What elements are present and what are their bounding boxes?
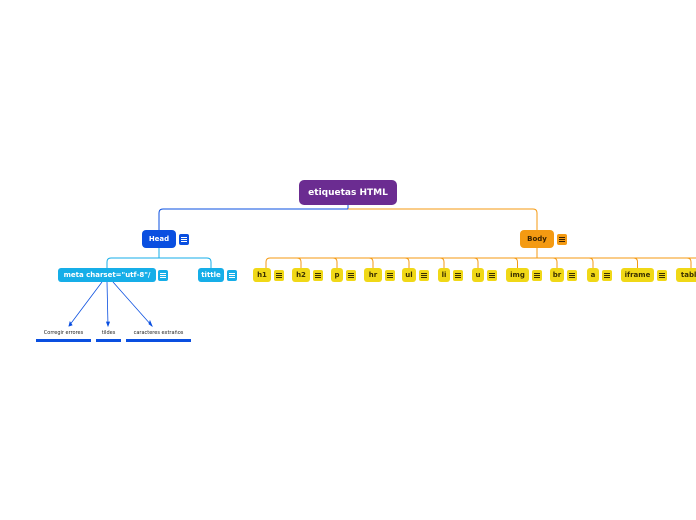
head-note-icon[interactable] bbox=[179, 234, 189, 245]
head-node[interactable]: Head bbox=[142, 230, 176, 248]
tag-hr-note-icon[interactable] bbox=[385, 270, 395, 281]
connector-body-p bbox=[332, 257, 338, 268]
leaf-tildes[interactable]: tildes bbox=[96, 328, 121, 342]
connector-body-u bbox=[473, 257, 479, 268]
tag-a-node[interactable]: a bbox=[587, 268, 599, 282]
meta-note-icon[interactable] bbox=[158, 270, 168, 281]
tag-iframe-note-icon[interactable] bbox=[657, 270, 667, 281]
tittle-note-icon[interactable] bbox=[227, 270, 237, 281]
connector-body-h2 bbox=[296, 257, 302, 268]
tag-img-node[interactable]: img bbox=[506, 268, 529, 282]
connector-body-br bbox=[552, 257, 558, 268]
tag-p-node[interactable]: p bbox=[331, 268, 343, 282]
tag-table-node[interactable]: table bbox=[676, 268, 696, 282]
connector-head-children bbox=[106, 248, 212, 268]
tag-li-node[interactable]: li bbox=[438, 268, 450, 282]
connector-root-head bbox=[158, 205, 349, 230]
leaf-corregir-errores[interactable]: Corregir errores bbox=[36, 328, 91, 342]
tag-li-note-icon[interactable] bbox=[453, 270, 463, 281]
body-node[interactable]: Body bbox=[520, 230, 554, 248]
tag-ul-note-icon[interactable] bbox=[419, 270, 429, 281]
connector-root-body bbox=[348, 208, 538, 230]
tag-h1-node[interactable]: h1 bbox=[253, 268, 271, 282]
tag-h2-node[interactable]: h2 bbox=[292, 268, 310, 282]
tag-img-note-icon[interactable] bbox=[532, 270, 542, 281]
connector-body-ul bbox=[404, 257, 410, 268]
meta-charset-node[interactable]: meta charset="utf-8"/ bbox=[58, 268, 156, 282]
tag-a-note-icon[interactable] bbox=[602, 270, 612, 281]
root-node[interactable]: etiquetas HTML bbox=[299, 180, 397, 205]
tag-br-node[interactable]: br bbox=[550, 268, 564, 282]
connector-meta-leaves bbox=[68, 281, 153, 328]
tag-u-node[interactable]: u bbox=[472, 268, 484, 282]
connector-body-hr bbox=[368, 257, 374, 268]
tag-br-note-icon[interactable] bbox=[567, 270, 577, 281]
connector-body-table bbox=[686, 257, 692, 268]
tag-h1-note-icon[interactable] bbox=[274, 270, 284, 281]
tag-p-note-icon[interactable] bbox=[346, 270, 356, 281]
tag-iframe-node[interactable]: iframe bbox=[621, 268, 654, 282]
connector-body-a bbox=[588, 257, 594, 268]
connector-body-li bbox=[439, 257, 445, 268]
leaf-caracteres-extranos[interactable]: caracteres extraños bbox=[126, 328, 191, 342]
tag-ul-node[interactable]: ul bbox=[402, 268, 416, 282]
tag-h2-note-icon[interactable] bbox=[313, 270, 323, 281]
tag-u-note-icon[interactable] bbox=[487, 270, 497, 281]
connector-body-img bbox=[513, 257, 518, 268]
body-note-icon[interactable] bbox=[557, 234, 567, 245]
tittle-node[interactable]: tittle bbox=[198, 268, 224, 282]
connector-body-tags bbox=[265, 248, 696, 268]
connector-body-iframe bbox=[633, 257, 638, 268]
tag-hr-node[interactable]: hr bbox=[364, 268, 382, 282]
